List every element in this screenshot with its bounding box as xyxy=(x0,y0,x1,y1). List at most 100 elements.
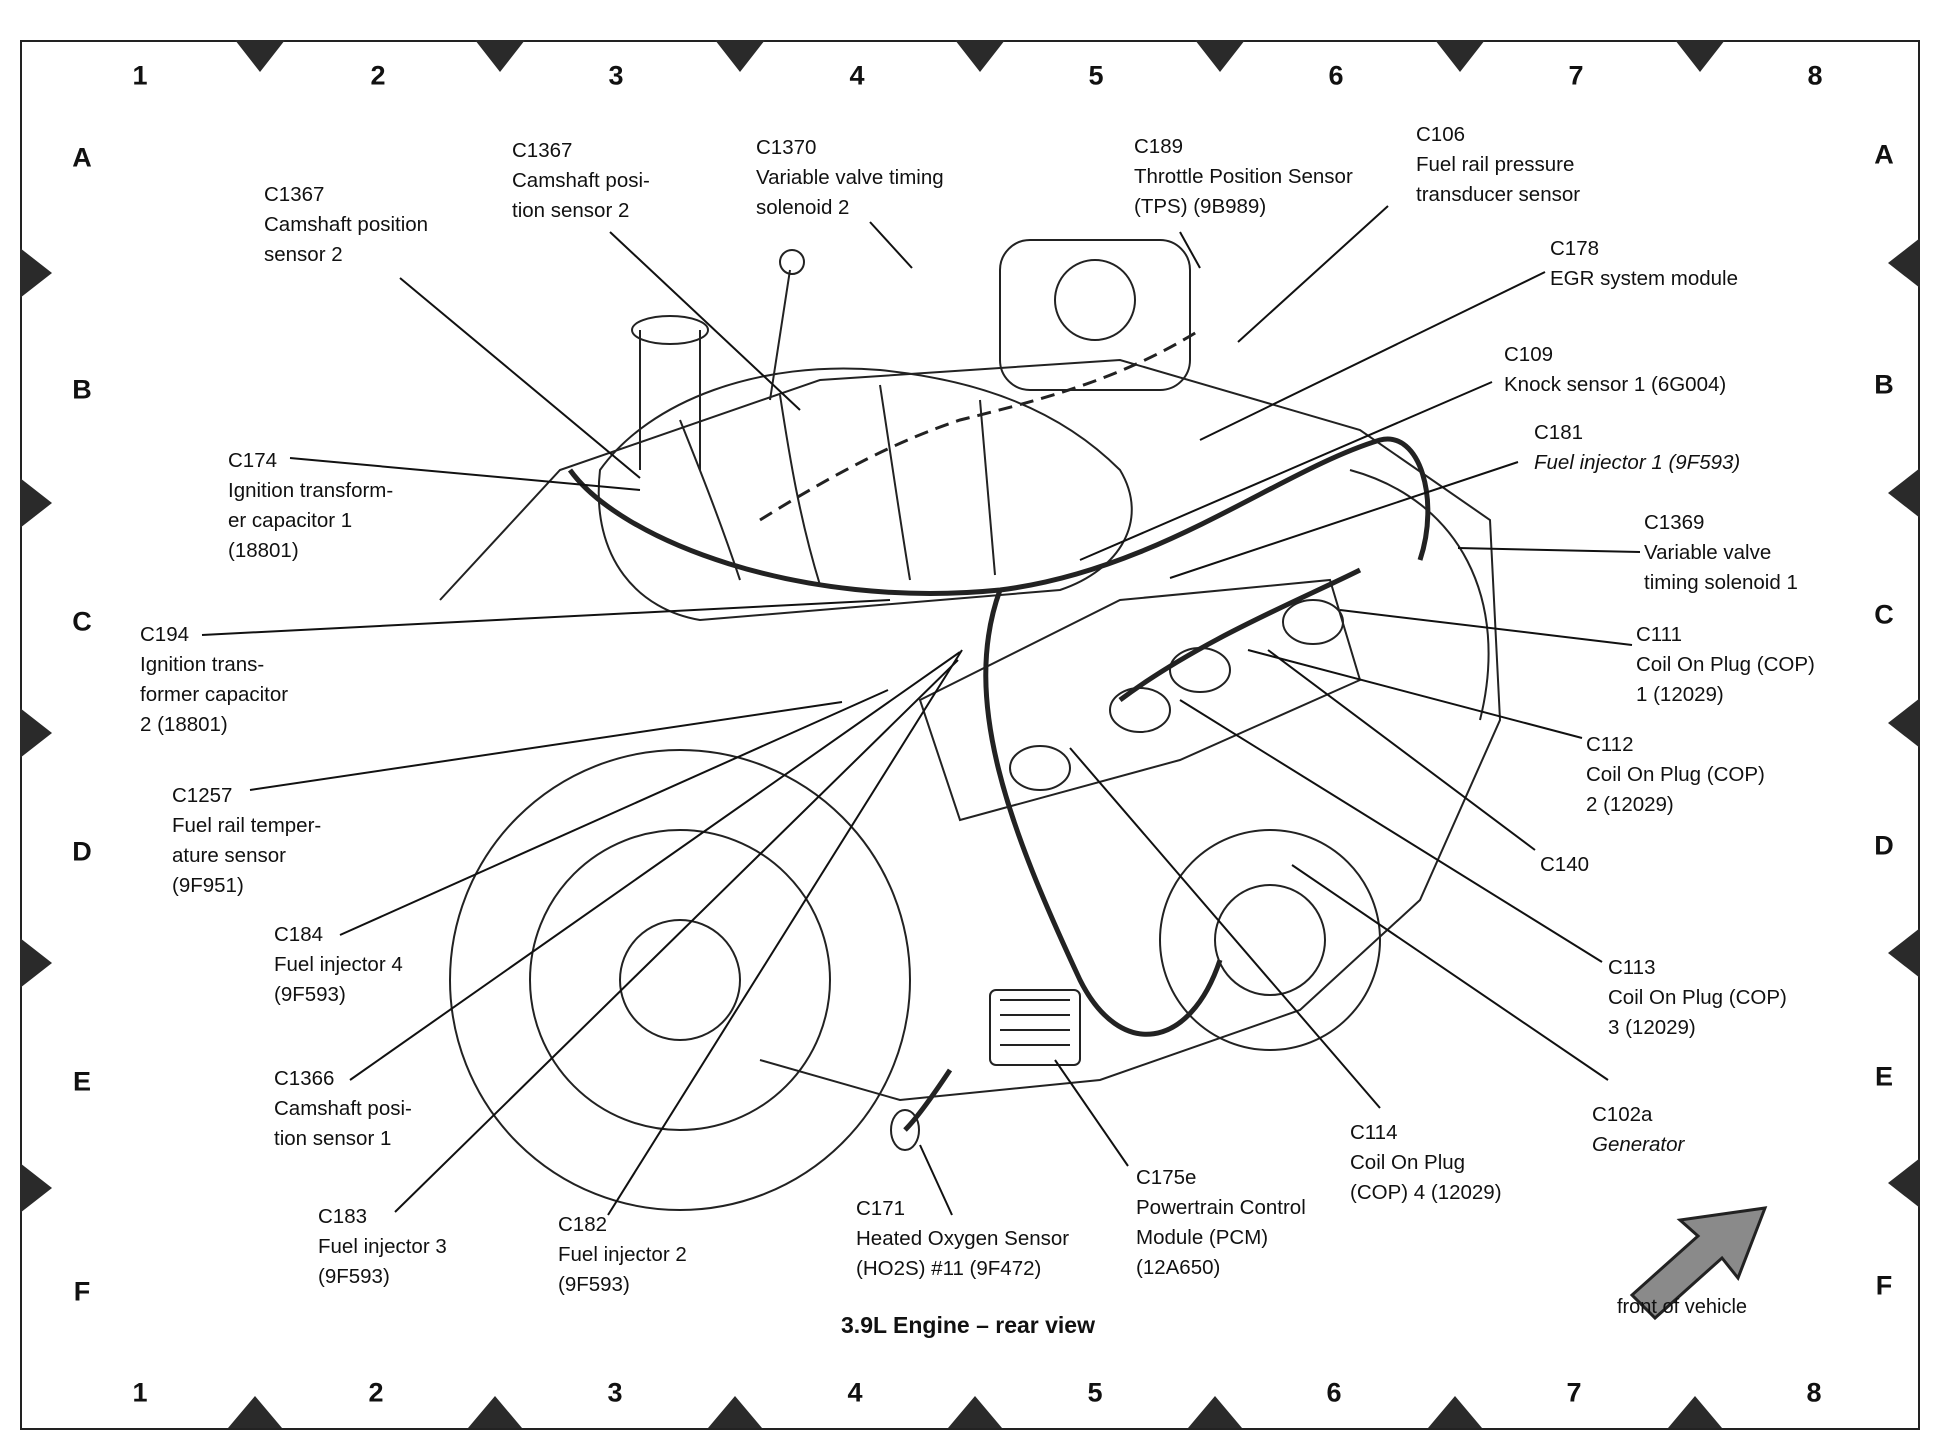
grid-row-label: C xyxy=(1874,599,1894,630)
leader-line-c112 xyxy=(1247,649,1583,739)
callout-code: C1370 xyxy=(756,136,817,159)
leader-line-c184 xyxy=(339,689,889,936)
grid-marker-triangle xyxy=(1668,1396,1722,1428)
intake-runner xyxy=(879,384,911,581)
grid-marker-triangle xyxy=(475,40,525,72)
callout-description: Camshaft posi- tion sensor 1 xyxy=(274,1097,412,1150)
callout-code: C1367 xyxy=(512,139,573,162)
grid-column-label: 1 xyxy=(132,1377,148,1408)
callout-c194: C194 Ignition trans- former capacitor 2 … xyxy=(140,620,288,740)
grid-row-label: E xyxy=(1874,1061,1894,1092)
harness-branch-cop xyxy=(1118,567,1362,703)
grid-column-label: 3 xyxy=(607,1377,623,1408)
callout-c178: C178 EGR system module xyxy=(1550,234,1738,294)
callout-description: Fuel injector 3 (9F593) xyxy=(318,1235,447,1288)
leader-line-c113 xyxy=(1179,699,1603,963)
pcm-connector xyxy=(989,989,1081,1066)
intake-runner xyxy=(979,399,996,576)
callout-c184: C184 Fuel injector 4 (9F593) xyxy=(274,920,403,1010)
grid-marker-triangle xyxy=(468,1396,522,1428)
leader-line-c1367-top xyxy=(609,231,801,411)
grid-marker-triangle xyxy=(1888,928,1920,978)
callout-c1366: C1366 Camshaft posi- tion sensor 1 xyxy=(274,1064,412,1154)
leader-line-c140 xyxy=(1267,649,1536,851)
grid-row-label: D xyxy=(1874,830,1894,861)
wiring-harness xyxy=(567,328,1431,1132)
callout-description: Knock sensor 1 (6G004) xyxy=(1504,373,1727,396)
callout-c175e: C175e Powertrain Control Module (PCM) (1… xyxy=(1136,1163,1306,1283)
callout-c112: C112 Coil On Plug (COP) 2 (12029) xyxy=(1586,730,1765,820)
grid-column-label: 5 xyxy=(1087,1377,1103,1408)
throttle-body-outline xyxy=(999,239,1191,391)
leader-line-c102a xyxy=(1291,864,1609,1081)
oxygen-sensor-body xyxy=(890,1109,920,1151)
grid-marker-triangle xyxy=(955,40,1005,72)
coil-on-plug-3 xyxy=(1109,687,1171,733)
grid-marker-triangle xyxy=(20,1163,52,1213)
callout-c140: C140 xyxy=(1540,850,1589,880)
grid-column-label: 8 xyxy=(1806,1377,1822,1408)
callout-description: Fuel rail temper- ature sensor (9F951) xyxy=(172,814,322,897)
callout-code: C1369 xyxy=(1644,511,1705,534)
callout-c1369: C1369 Variable valve timing solenoid 1 xyxy=(1644,508,1798,598)
grid-column-label: 6 xyxy=(1328,60,1344,91)
engine-illustration xyxy=(439,239,1502,1211)
callout-description: Camshaft posi- tion sensor 2 xyxy=(512,169,650,222)
callout-description: Coil On Plug (COP) 1 (12029) xyxy=(1636,653,1815,706)
callout-code: C178 xyxy=(1550,237,1600,260)
callout-code: C182 xyxy=(558,1213,608,1236)
grid-marker-triangle xyxy=(1675,40,1725,72)
grid-marker-triangle xyxy=(715,40,765,72)
callout-c171: C171 Heated Oxygen Sensor (HO2S) #11 (9F… xyxy=(856,1194,1069,1284)
pcm-connector-pins xyxy=(1000,999,1070,1046)
callout-description: Variable valve timing solenoid 2 xyxy=(756,166,944,219)
grid-marker-triangle xyxy=(1428,1396,1482,1428)
callout-c113: C113 Coil On Plug (COP) 3 (12029) xyxy=(1608,953,1787,1043)
callout-description: Camshaft position sensor 2 xyxy=(264,213,429,266)
crank-hub-outline xyxy=(619,919,741,1041)
callout-c111: C111 Coil On Plug (COP) 1 (12029) xyxy=(1636,620,1815,710)
grid-column-label: 7 xyxy=(1566,1377,1582,1408)
callout-code: C109 xyxy=(1504,343,1554,366)
callout-c1367-left: C1367 Camshaft position sensor 2 xyxy=(264,180,428,270)
callout-code: C174 xyxy=(228,449,278,472)
callout-code: C1257 xyxy=(172,784,233,807)
grid-row-label: F xyxy=(73,1276,91,1307)
front-of-vehicle-arrow-icon xyxy=(1629,1206,1768,1321)
grid-column-label: 4 xyxy=(849,60,865,91)
grid-marker-triangle xyxy=(1888,698,1920,748)
callout-code: C106 xyxy=(1416,123,1466,146)
bell-housing-outline xyxy=(449,749,911,1211)
grid-marker-triangle xyxy=(228,1396,282,1428)
callout-description: Ignition transform- er capacitor 1 (1880… xyxy=(228,479,394,562)
callout-c114: C114 Coil On Plug (COP) 4 (12029) xyxy=(1350,1118,1502,1208)
leader-line-c1369 xyxy=(1457,547,1641,553)
callout-code: C112 xyxy=(1586,733,1634,756)
leader-line-c114 xyxy=(1069,747,1381,1109)
leader-line-c183 xyxy=(394,659,959,1213)
leader-line-c1370 xyxy=(869,221,913,269)
intake-runner xyxy=(779,394,821,586)
callout-c189: C189 Throttle Position Sensor (TPS) (9B9… xyxy=(1134,132,1353,222)
engine-block-outline xyxy=(439,358,1502,1102)
leader-line-c171 xyxy=(919,1144,953,1216)
callout-code: C194 xyxy=(140,623,190,646)
harness-main-trunk xyxy=(567,436,1431,596)
callout-description: Coil On Plug (COP) 3 (12029) xyxy=(1608,986,1787,1039)
callout-description: Generator xyxy=(1592,1133,1685,1156)
leader-line-c181 xyxy=(1169,461,1519,579)
callout-description: EGR system module xyxy=(1550,267,1738,290)
grid-marker-triangle xyxy=(1888,238,1920,288)
timing-cover-outline xyxy=(1349,469,1490,721)
callout-c1257: C1257 Fuel rail temper- ature sensor (9F… xyxy=(172,781,321,901)
callout-code: C175e xyxy=(1136,1166,1197,1189)
coil-on-plug-2 xyxy=(1169,647,1231,693)
grid-marker-triangle xyxy=(1195,40,1245,72)
grid-marker-triangle xyxy=(708,1396,762,1428)
grid-marker-triangle xyxy=(20,708,52,758)
callout-description: Throttle Position Sensor (TPS) (9B989) xyxy=(1134,165,1353,218)
grid-row-label: C xyxy=(72,606,92,637)
callout-code: C171 xyxy=(856,1197,906,1220)
leader-line-c182 xyxy=(607,649,963,1216)
